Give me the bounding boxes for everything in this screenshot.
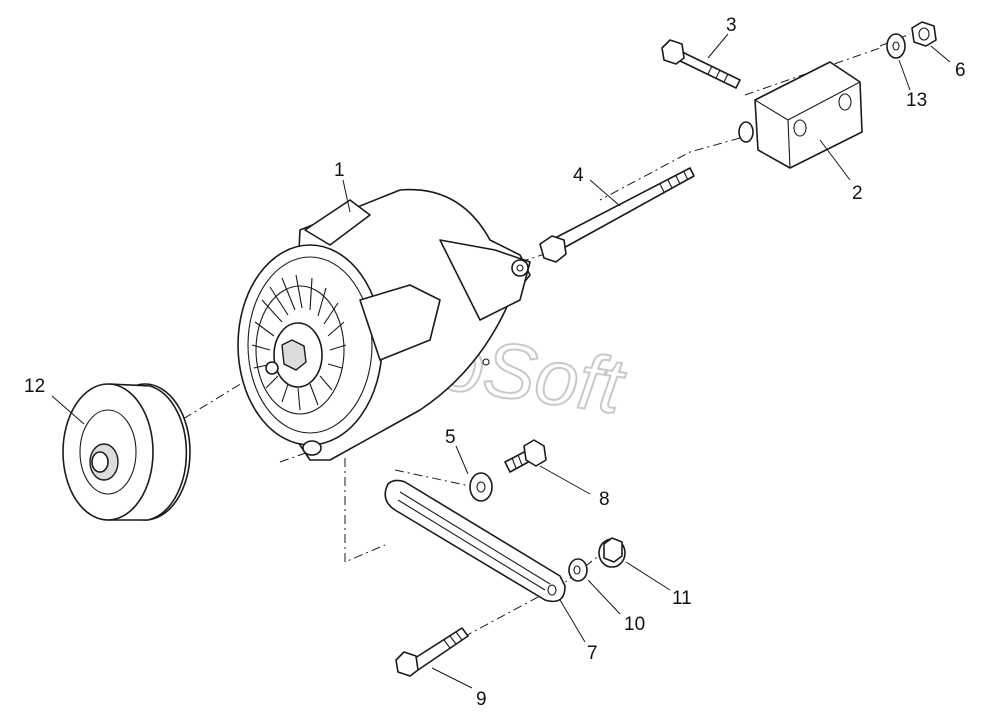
callout-6: 6	[955, 60, 966, 81]
washer-middle	[469, 472, 493, 502]
callout-labels: 1 2 3 4 5 6 7 8 9 10 11 12 13	[24, 15, 966, 710]
long-bolt	[539, 167, 695, 263]
callout-10: 10	[624, 614, 645, 635]
callout-11: 11	[672, 588, 692, 609]
alternator	[237, 188, 531, 461]
callout-5: 5	[445, 427, 456, 448]
callout-13: 13	[906, 90, 927, 111]
washer-upper	[886, 33, 906, 59]
pulley	[62, 383, 191, 521]
alternator-fan-slots	[251, 274, 347, 411]
lower-bolt	[395, 627, 469, 677]
callout-2: 2	[852, 183, 863, 204]
short-screw	[504, 439, 547, 473]
callout-9: 9	[476, 689, 487, 710]
spacer	[568, 558, 588, 582]
upper-bolt	[661, 39, 741, 89]
callout-7: 7	[587, 643, 598, 664]
callout-1: 1	[334, 160, 345, 181]
adjusting-strap	[384, 479, 566, 603]
callout-4: 4	[573, 165, 584, 186]
flange-nut	[598, 537, 626, 568]
callout-8: 8	[599, 489, 610, 510]
nut-upper	[911, 21, 937, 47]
callout-3: 3	[726, 15, 737, 36]
bracket-block	[738, 61, 863, 169]
callout-12: 12	[24, 376, 45, 397]
leader-lines	[51, 33, 951, 689]
